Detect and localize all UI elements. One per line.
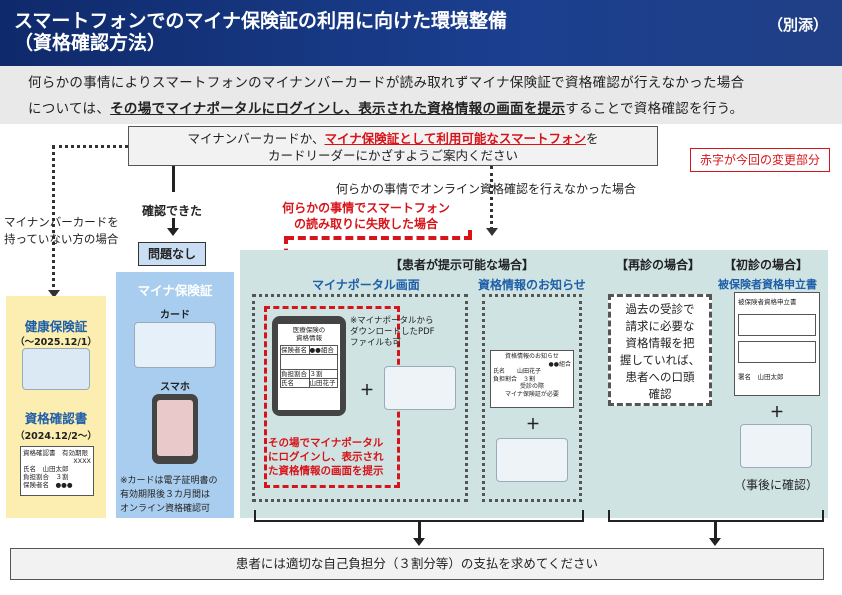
mina-card-image (134, 322, 216, 368)
health-insurance-date: （～2025.12/1） (15, 337, 97, 348)
screen-title: 医療保険の 資格情報 (292, 326, 326, 342)
portal-card-image (384, 366, 456, 410)
left-connector-v (52, 145, 55, 295)
change-note: 赤字が今回の変更部分 (690, 148, 830, 172)
online-fail-label: 何らかの事情でオンライン資格確認を行えなかった場合 (336, 182, 637, 196)
notice-title: 資格情報のお知らせ (478, 278, 586, 292)
confirmed-arrow-head (167, 228, 179, 236)
health-insurance-title: 健康保険証 (24, 319, 88, 334)
intro-pre: については、 (28, 101, 111, 117)
left-arrow-head (48, 290, 60, 298)
intro-line-2: については、その場でマイナポータルにログインし、表示された資格情報の画面を提示す… (0, 96, 842, 122)
screen-row3-value: 山田花子 (309, 379, 336, 387)
screen-row1-label: 保険者名 (281, 346, 310, 354)
intro-emphasis: その場でマイナポータルにログインし、表示された資格情報の画面を提示 (110, 101, 566, 117)
intro-panel: 何らかの事情によりスマートフォンのマイナンバーカードが読み取れずマイナ保険証で資… (0, 66, 842, 124)
patient-header: 【患者が提示可能な場合】 (390, 258, 535, 272)
portal-title: マイナポータル画面 (312, 278, 420, 292)
first-title: 被保険者資格申立書 (718, 278, 817, 291)
bracket-left (254, 510, 584, 522)
intro-post: することで資格確認を行う。 (565, 101, 744, 117)
doc-name: 山田太郎 (42, 465, 69, 473)
first-plus: ＋ (770, 405, 784, 421)
top-post: を (586, 131, 599, 146)
arrow-right-head (709, 538, 721, 546)
header-bar (0, 0, 842, 66)
confirmed-label: 確認できた (142, 204, 203, 218)
top-instruction-line-2: カードリーダーにかざすようご案内ください (267, 148, 518, 163)
notice-doc-line1: 受診の際 (519, 383, 544, 390)
mina-note: ※カードは電子証明書の 有効期限後３カ月間は オンライン資格確認可 (120, 476, 218, 514)
top-red: マイナ保険証として利用可能なスマートフォン (324, 131, 586, 146)
top-pre: マイナンバーカードか、 (187, 131, 325, 146)
attachment-label: （別添） (767, 16, 828, 34)
screen-row2-value: ３割 (309, 370, 323, 378)
online-fail-connector (490, 166, 493, 230)
doc-title: 資格確認書 (23, 449, 56, 457)
top-instruction-line-1: マイナンバーカードか、マイナ保険証として利用可能なスマートフォンを (129, 130, 657, 147)
screen-row3-label: 氏名 (281, 379, 310, 387)
doc-name-label: 氏名 (23, 465, 36, 473)
arrow-right-stem (714, 522, 717, 540)
first-doc: 被保険者資格申立書 署名 山田太郎 (734, 292, 820, 396)
screen-row-1: 保険者名●●組合 (280, 345, 338, 355)
bracket-right (608, 510, 824, 522)
notice-doc-insurer: ●●組合 (548, 360, 571, 368)
screen-row2-label: 負担割合 (281, 370, 310, 378)
first-sign-label: 署名 (738, 373, 751, 381)
doc-ratio-label: 負担割合 (23, 473, 49, 481)
mina-title: マイナ保険証 (137, 283, 213, 298)
arrow-left-stem (418, 522, 421, 540)
portal-box (252, 294, 468, 502)
first-sign-name: 山田太郎 (757, 373, 784, 381)
notice-doc-title: 資格情報のお知らせ (505, 353, 559, 360)
doc-insurer-label: 保険者名 (23, 481, 49, 489)
confirmed-line (172, 166, 175, 192)
first-header: 【初診の場合】 (724, 258, 809, 272)
health-insurance-card-image (22, 348, 90, 390)
portal-red-instruction: その場でマイナポータル にログインし、表示され た資格情報の画面を提示 (268, 437, 384, 477)
arrow-left-head (413, 538, 425, 546)
notice-doc: 資格情報のお知らせ ●●組合 氏名 山田花子 負担割合 ３割 受診の際 マイナ保… (490, 350, 574, 408)
first-after: （事後に確認） (734, 478, 819, 492)
qualification-doc: 資格確認書 有効期限 XXXX 氏名 山田太郎 負担割合 ３割 保険者名 ●●● (20, 446, 94, 496)
notice-box (482, 294, 582, 502)
portal-plus: ＋ (360, 383, 374, 399)
left-connector-h (52, 145, 128, 148)
notice-card-image (496, 438, 568, 482)
notice-doc-name: 氏名 山田花子 (493, 368, 542, 375)
screen-row1-value: ●●組合 (309, 346, 334, 354)
first-doc-title: 被保険者資格申立書 (738, 298, 797, 306)
no-problem-box: 問題なし (138, 242, 206, 266)
intro-line-1: 何らかの事情によりスマートフォンのマイナンバーカードが読み取れずマイナ保険証で資… (28, 75, 745, 91)
confirmed-arrow (172, 218, 175, 230)
screen-row-3: 氏名山田花子 (280, 379, 338, 388)
page-title: スマートフォンでのマイナ保険証の利用に向けた環境整備 （資格確認方法） (14, 10, 508, 54)
no-card-label: マイナンバーカードを 持っていない方の場合 (4, 215, 119, 246)
bottom-box: 患者には適切な自己負担分（３割分等）の支払を求めてください (10, 548, 824, 580)
revisit-box: 過去の受診で 請求に必要な 資格情報を把 握していれば、 患者への口頭 確認 (608, 294, 712, 406)
qualification-date: （2024.12/2～） (15, 431, 97, 442)
top-instruction-box: マイナンバーカードか、マイナ保険証として利用可能なスマートフォンを カードリーダ… (128, 126, 658, 166)
mina-card-label: カード (160, 310, 190, 321)
phone-fail-dashed-h (286, 236, 472, 240)
doc-ratio: ３割 (55, 473, 69, 481)
phone-fail-dashed-v1 (468, 230, 472, 240)
revisit-header: 【再診の場合】 (616, 258, 701, 272)
doc-xxxx: XXXX (73, 457, 91, 465)
qualification-title: 資格確認書 (24, 411, 88, 426)
pdf-note: ※マイナポータルから ダウンロードしたPDF ファイルも可 (350, 316, 435, 348)
online-fail-arrow-head (486, 228, 498, 236)
doc-insurer: ●●● (55, 481, 73, 489)
phone-fail-label: 何らかの事情でスマートフォン の読み取りに失敗した場合 (282, 201, 450, 231)
doc-expiry: 有効期限 (62, 449, 88, 457)
mina-phone-image (152, 394, 198, 464)
first-card-image (740, 424, 812, 468)
notice-doc-ratio: 負担割合 ３割 (493, 375, 536, 383)
notice-doc-line2: マイナ保険証が必要 (505, 390, 559, 398)
notice-plus: ＋ (526, 417, 540, 433)
mina-phone-label: スマホ (160, 382, 190, 393)
